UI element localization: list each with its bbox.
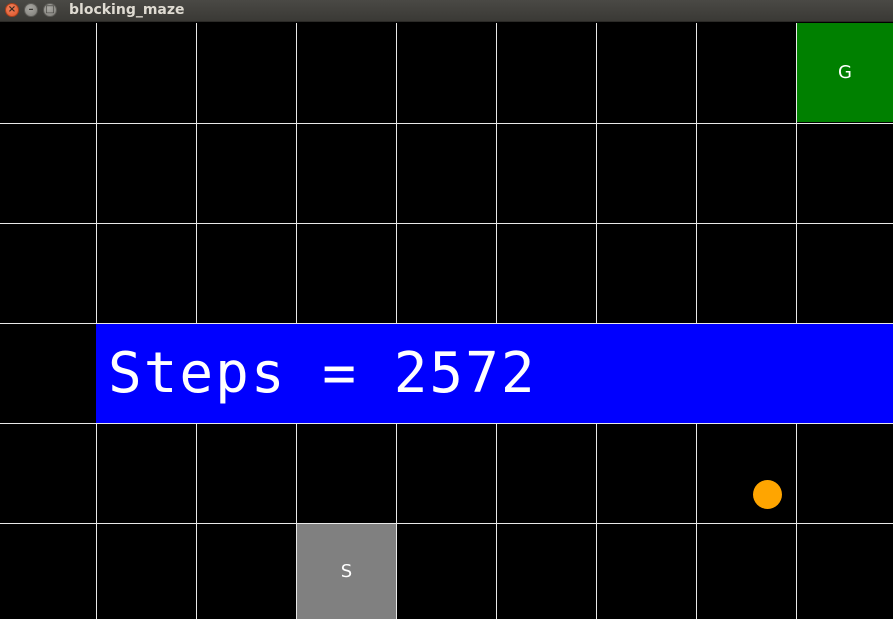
goal-label: G — [838, 62, 852, 83]
grid-line — [596, 23, 597, 619]
steps-banner: Steps = 2572 — [96, 324, 893, 423]
grid-line — [396, 23, 397, 619]
grid-line — [96, 23, 97, 619]
grid-line — [0, 123, 893, 124]
grid-line — [0, 423, 893, 424]
grid-line — [296, 23, 297, 619]
agent-marker — [753, 480, 782, 509]
close-window-button[interactable]: × — [5, 3, 19, 17]
window-title: blocking_maze — [69, 2, 185, 18]
grid-line — [696, 23, 697, 619]
goal-cell: G — [797, 23, 893, 122]
grid-line — [496, 23, 497, 619]
maximize-icon: □ — [45, 4, 55, 15]
grid-line — [196, 23, 197, 619]
steps-counter: Steps = 2572 — [108, 341, 537, 406]
minimize-icon: – — [28, 4, 34, 15]
start-label: S — [340, 561, 353, 582]
close-icon: × — [7, 4, 17, 15]
minimize-window-button[interactable]: – — [24, 3, 38, 17]
window-titlebar: × – □ blocking_maze — [0, 0, 893, 22]
grid-line — [796, 23, 797, 619]
start-cell: S — [297, 524, 396, 619]
grid-line — [0, 523, 893, 524]
grid-line — [0, 223, 893, 224]
maximize-window-button[interactable]: □ — [43, 3, 57, 17]
grid-line — [0, 323, 893, 324]
maze-board: G S Steps = 2572 — [0, 23, 893, 619]
